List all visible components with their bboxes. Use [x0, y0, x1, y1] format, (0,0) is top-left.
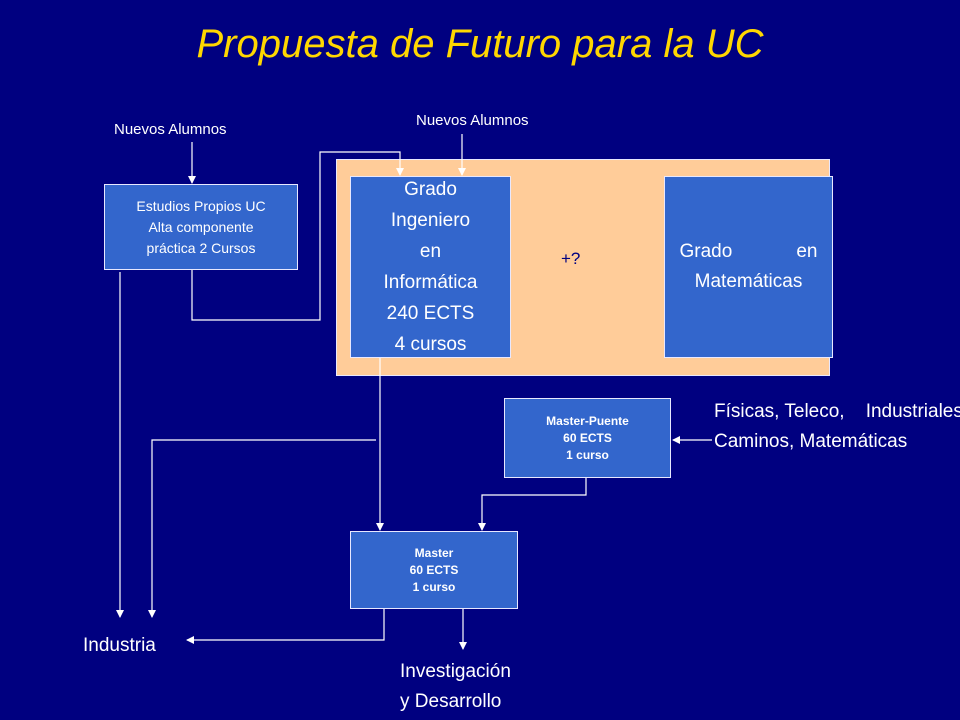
master-line-2: 60 ECTS	[409, 562, 459, 577]
master-puente-line-1: Master-Puente	[546, 413, 629, 428]
industria-label: Industria	[83, 635, 156, 656]
nuevos-alumnos-label-left: Nuevos Alumnos	[114, 121, 227, 138]
estudios-propios-line-3: práctica 2 Cursos	[146, 239, 256, 256]
grado-informatica-line-6: 4 cursos	[394, 334, 467, 355]
grado-informatica-line-5: 240 ECTS	[386, 303, 475, 324]
origen-estudios-line-2: Caminos, Matemáticas	[714, 431, 908, 452]
grado-matematicas-box: Grado en Matemáticas	[664, 176, 833, 358]
master-line-1: Master	[414, 545, 454, 560]
nuevos-alumnos-label-right: Nuevos Alumnos	[416, 112, 529, 129]
grado-matematicas-word-2: en	[796, 241, 818, 262]
grado-informatica-line-1: Grado	[404, 179, 457, 200]
grado-matematicas-line-1: Grado en	[680, 237, 818, 267]
plus-question-label: +?	[561, 249, 581, 268]
grado-matematicas-line-2: Matemáticas	[694, 271, 803, 292]
master-box: Master 60 ECTS 1 curso	[350, 531, 518, 609]
master-puente-line-3: 1 curso	[566, 447, 609, 462]
arrow-estudios-to-grado	[191, 151, 404, 321]
master-puente-box: Master-Puente 60 ECTS 1 curso	[504, 398, 671, 478]
investigacion-label-line-2: y Desarrollo	[400, 691, 502, 712]
master-puente-line-2: 60 ECTS	[563, 430, 612, 445]
grado-informatica-line-2: Ingeniero	[390, 210, 471, 231]
estudios-propios-line-1: Estudios Propios UC	[136, 197, 266, 214]
grado-matematicas-word-1: Grado	[679, 241, 733, 262]
slide-title: Propuesta de Futuro para la UC	[196, 22, 764, 66]
grado-informatica-line-4: Informática	[383, 272, 478, 293]
master-line-3: 1 curso	[412, 579, 456, 594]
arrow-master-puente-to-master	[478, 478, 587, 531]
grado-informatica-box: Grado Ingeniero en Informática 240 ECTS …	[350, 176, 511, 358]
arrow-grado-to-industria	[148, 439, 376, 618]
estudios-propios-box: Estudios Propios UC Alta componente prác…	[104, 184, 298, 270]
origen-estudios-line-1: Físicas, Teleco, Industriales,	[714, 401, 960, 422]
estudios-propios-line-2: Alta componente	[148, 218, 254, 235]
investigacion-label-line-1: Investigación	[400, 661, 511, 682]
grado-informatica-line-3: en	[419, 241, 442, 262]
arrow-master-to-industria	[186, 609, 385, 644]
